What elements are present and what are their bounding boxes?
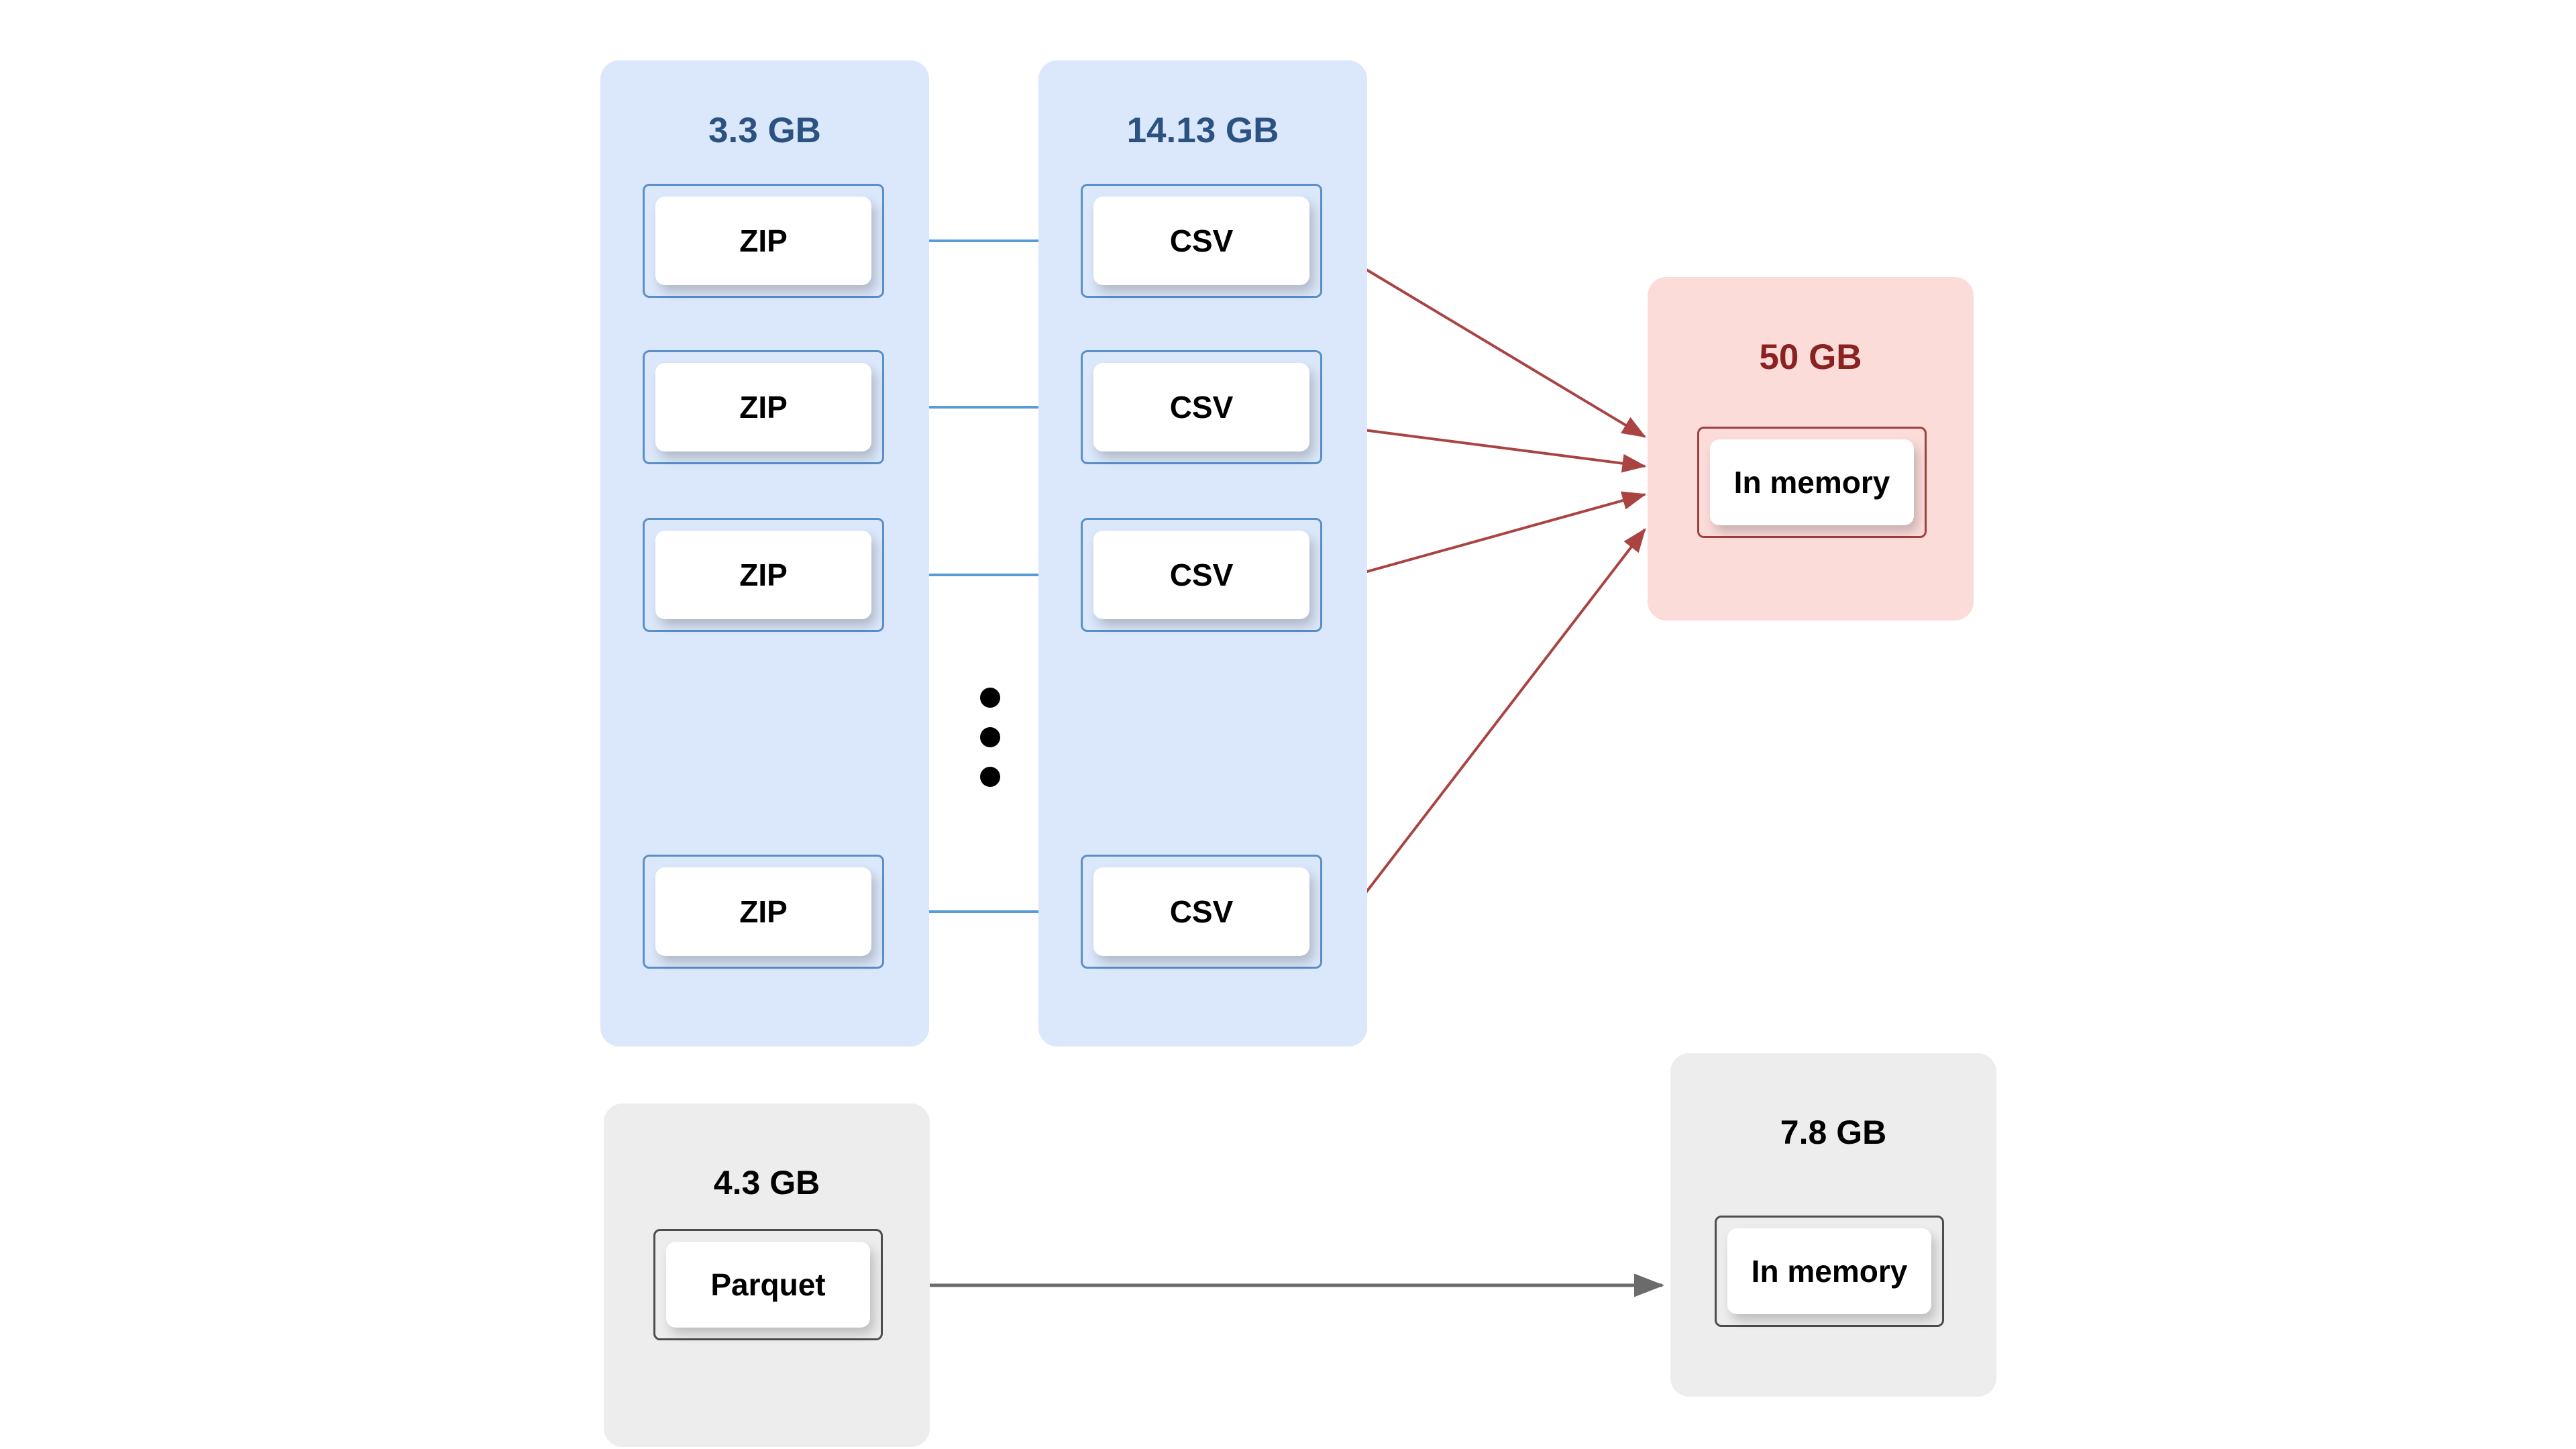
node-csv-4[interactable]: CSV xyxy=(1081,855,1322,969)
node-zip-1[interactable]: ZIP xyxy=(643,184,884,298)
edge-csv-to-memory-2 xyxy=(1342,426,1647,473)
node-csv-2-label: CSV xyxy=(1169,390,1234,425)
node-zip-3-label: ZIP xyxy=(739,557,788,592)
ellipsis-dot-1 xyxy=(980,688,1000,708)
ellipsis-dot-2 xyxy=(980,727,1000,747)
node-parquet-label: Parquet xyxy=(710,1267,826,1302)
node-zip-2[interactable]: ZIP xyxy=(643,350,884,464)
node-csv-1-card: CSV xyxy=(1093,197,1309,285)
more-items-ellipsis-icon xyxy=(980,688,1000,787)
panel-memory-parquet-group-title: 7.8 GB xyxy=(1780,1114,1887,1151)
panel-memory-group: 50 GB xyxy=(1648,277,1974,621)
node-parquet-card: Parquet xyxy=(666,1242,870,1328)
node-zip-2-card: ZIP xyxy=(655,363,871,451)
panel-csv-group-title: 14.13 GB xyxy=(1126,111,1279,150)
panel-zip-group-title: 3.3 GB xyxy=(708,111,821,150)
node-csv-4-card: CSV xyxy=(1093,867,1309,956)
node-zip-4-label: ZIP xyxy=(739,894,788,929)
node-csv-3-card: CSV xyxy=(1093,531,1309,619)
node-csv-2[interactable]: CSV xyxy=(1081,350,1322,464)
panel-parquet-group-title: 4.3 GB xyxy=(713,1164,820,1201)
node-zip-3[interactable]: ZIP xyxy=(643,518,884,632)
node-in-memory-parquet[interactable]: In memory xyxy=(1715,1216,1944,1327)
node-csv-2-card: CSV xyxy=(1093,363,1309,451)
node-zip-4[interactable]: ZIP xyxy=(643,855,884,969)
node-csv-4-label: CSV xyxy=(1169,894,1234,929)
node-zip-1-card: ZIP xyxy=(655,197,871,285)
node-csv-1[interactable]: CSV xyxy=(1081,184,1322,298)
node-zip-3-card: ZIP xyxy=(655,531,871,619)
edge-csv-to-memory-1 xyxy=(1342,254,1647,438)
edge-csv-to-memory-4 xyxy=(1342,528,1646,924)
ellipsis-dot-3 xyxy=(980,767,1000,787)
node-parquet[interactable]: Parquet xyxy=(653,1229,883,1340)
node-csv-1-label: CSV xyxy=(1169,223,1234,258)
node-in-memory-parquet-card: In memory xyxy=(1727,1228,1931,1314)
node-zip-2-label: ZIP xyxy=(739,390,788,425)
edge-csv-to-memory-group xyxy=(1342,254,1647,924)
edge-csv-to-memory-3 xyxy=(1342,491,1647,580)
node-in-memory-csv[interactable]: In memory xyxy=(1697,427,1927,538)
node-in-memory-parquet-label: In memory xyxy=(1751,1254,1908,1289)
node-csv-3[interactable]: CSV xyxy=(1081,518,1322,632)
node-csv-3-label: CSV xyxy=(1169,557,1234,592)
node-in-memory-csv-card: In memory xyxy=(1710,439,1914,525)
panel-memory-group-title: 50 GB xyxy=(1759,337,1862,377)
node-zip-1-label: ZIP xyxy=(739,223,788,258)
node-in-memory-csv-label: In memory xyxy=(1733,465,1890,500)
node-zip-4-card: ZIP xyxy=(655,867,871,956)
